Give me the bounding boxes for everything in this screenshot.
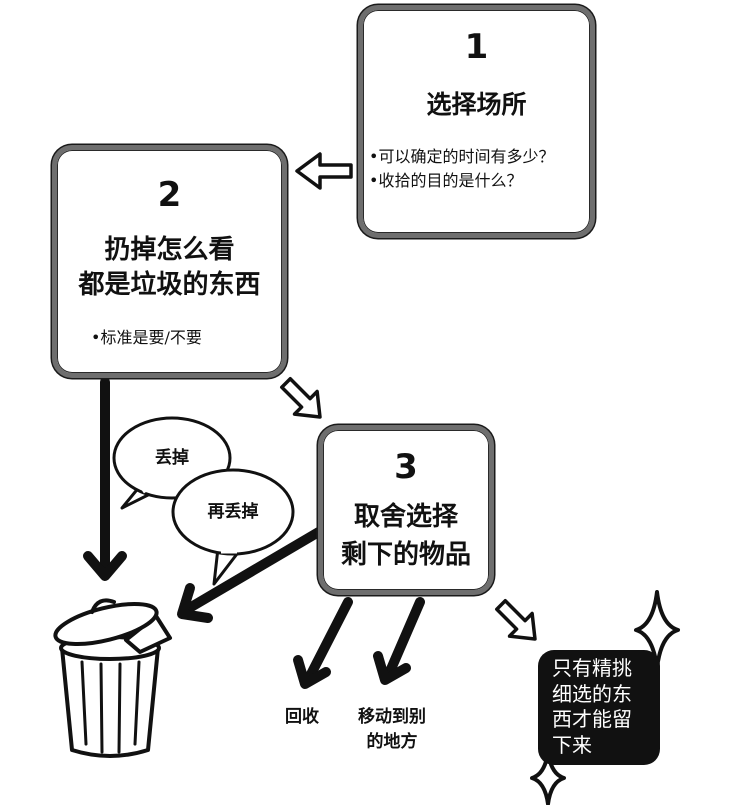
bubble-discard-text: 丢掉 bbox=[155, 448, 189, 468]
arrow-step2-to-trash bbox=[83, 377, 127, 581]
trash-can-icon bbox=[53, 598, 172, 758]
step1-bullet: •收拾的目的是什么？ bbox=[369, 171, 523, 190]
step1-bullet: •可以确定的时间有多少？ bbox=[369, 147, 555, 166]
step2-bullet: •标准是要/不要 bbox=[91, 328, 202, 347]
relocate-label-line2: 的地方 bbox=[366, 732, 418, 752]
hollow-arrow-icon bbox=[280, 377, 322, 419]
step2-box: 2 扔掉怎么看 都是垃圾的东西 •标准是要/不要 bbox=[52, 145, 287, 378]
step3-title-line2: 剩下的物品 bbox=[340, 540, 471, 570]
result-line: 细选的东 bbox=[552, 681, 632, 706]
arrow-step3-to-trash bbox=[177, 525, 327, 623]
arrow-step3-to-recycle bbox=[293, 597, 353, 689]
step1-box: 1 选择场所 •可以确定的时间有多少？ •收拾的目的是什么？ bbox=[358, 5, 595, 238]
hollow-arrow-icon bbox=[295, 152, 353, 190]
hollow-arrow-icon bbox=[495, 599, 537, 641]
step1-title: 选择场所 bbox=[426, 90, 527, 119]
step2-title-line2: 都是垃圾的东西 bbox=[78, 270, 261, 300]
result-line: 下来 bbox=[552, 732, 592, 757]
relocate-label-line1: 移动到别 bbox=[358, 707, 426, 727]
recycle-label: 回收 bbox=[285, 707, 319, 727]
speech-bubble-discard-again bbox=[171, 468, 295, 586]
step3-number: 3 bbox=[394, 447, 418, 487]
step3-box: 3 取舍选择 剩下的物品 bbox=[318, 425, 494, 595]
result-line: 只有精挑 bbox=[552, 656, 632, 680]
step1-number: 1 bbox=[464, 27, 489, 67]
step2-number: 2 bbox=[157, 175, 182, 215]
arrow-step3-to-relocate bbox=[373, 597, 425, 685]
result-line: 西才能留 bbox=[552, 707, 632, 731]
result-box: 只有精挑 细选的东 西才能留 下来 bbox=[538, 650, 660, 765]
step3-title-line1: 取舍选择 bbox=[353, 502, 458, 532]
step2-title-line1: 扔掉怎么看 bbox=[104, 235, 235, 265]
sparkle-icon bbox=[530, 750, 566, 805]
bubble-discard-again-text: 再丢掉 bbox=[207, 502, 259, 522]
